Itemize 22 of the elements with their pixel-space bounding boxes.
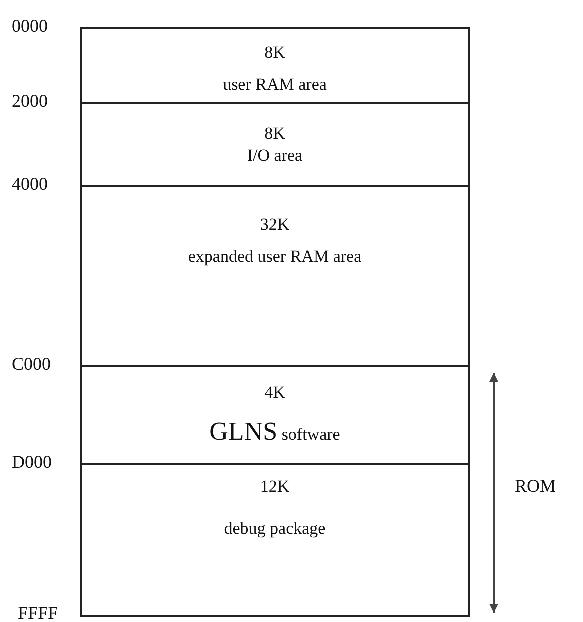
memory-region: [80, 27, 470, 104]
address-label: FFFF: [18, 603, 58, 622]
region-label: I/O area: [246, 146, 304, 166]
region-label: user RAM area: [222, 75, 328, 95]
memory-region: [80, 185, 470, 367]
size-label: 4K: [264, 383, 286, 403]
address-label: 4000: [12, 174, 48, 195]
region-label: GLNS software: [208, 417, 342, 447]
size-label: 8K: [264, 43, 286, 63]
range-label: ROM: [515, 476, 556, 497]
address-label: D000: [12, 452, 52, 473]
address-label: 0000: [12, 16, 48, 37]
region-label: debug package: [223, 519, 327, 539]
region-label: expanded user RAM area: [187, 246, 363, 268]
size-label: 8K: [264, 124, 286, 144]
address-label: C000: [12, 354, 52, 375]
size-label: 32K: [259, 215, 291, 235]
memory-region: [80, 463, 470, 617]
address-label: 2000: [12, 91, 48, 112]
memory-region: [80, 365, 470, 465]
size-label: 12K: [259, 477, 291, 497]
memory-region: [80, 102, 470, 187]
